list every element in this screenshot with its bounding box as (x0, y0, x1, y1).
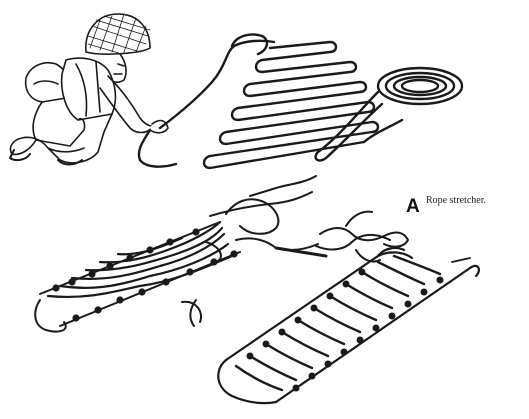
kneeling-soldier-figure (10, 14, 168, 165)
square-knot-detail (316, 212, 408, 262)
rope-zigzag-layout (139, 34, 462, 168)
finished-rope-stretcher (218, 248, 479, 403)
detail-label-a: A (406, 196, 420, 217)
caption: Rope stretcher. (426, 195, 486, 206)
rope-ladder-being-tied (35, 176, 326, 332)
